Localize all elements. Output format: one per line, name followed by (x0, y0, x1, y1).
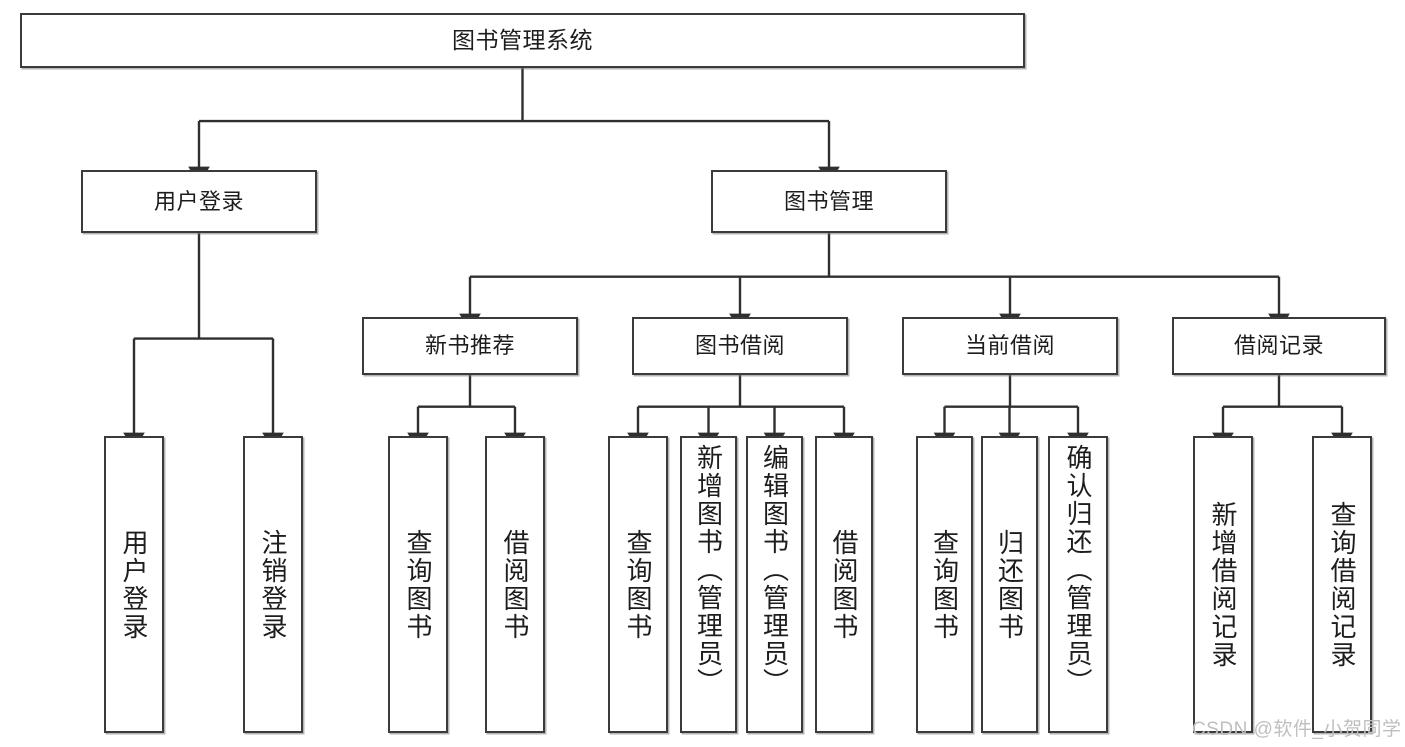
node-label: 当前借阅 (964, 333, 1055, 359)
node-label: 查询图书 (403, 528, 433, 641)
node-borrow-record[interactable]: 借阅记录 (1172, 317, 1386, 375)
node-book-borrow[interactable]: 图书借阅 (632, 317, 848, 375)
node-label: 新书推荐 (424, 333, 515, 359)
node-label: 用户登录 (153, 188, 244, 214)
node-current-borrow[interactable]: 当前借阅 (902, 317, 1118, 375)
node-label: 图书管理 (783, 188, 874, 214)
node-label: 注销登录 (258, 528, 288, 641)
node-label: 归还图书 (994, 528, 1025, 641)
node-leaf-cur-query[interactable]: 查询图书 (916, 436, 973, 733)
node-label: 查询图书 (929, 528, 960, 641)
node-label: 新增图书（管理员） (693, 444, 724, 696)
node-root[interactable]: 图书管理系统 (20, 13, 1025, 68)
node-label: 用户登录 (119, 528, 149, 641)
node-label: 图书管理系统 (452, 26, 593, 53)
node-leaf-book-add[interactable]: 新增图书（管理员） (680, 436, 737, 733)
node-new-book-rec[interactable]: 新书推荐 (362, 317, 578, 375)
node-leaf-rec-query[interactable]: 查询图书 (388, 436, 448, 733)
node-label: 编辑图书（管理员） (759, 444, 790, 696)
node-leaf-user-login[interactable]: 用户登录 (104, 436, 164, 733)
node-user-login[interactable]: 用户登录 (81, 170, 317, 233)
edge-group (123, 68, 1353, 451)
node-label: 借阅图书 (500, 528, 530, 641)
node-label: 借阅记录 (1233, 333, 1324, 359)
node-leaf-record-query[interactable]: 查询借阅记录 (1312, 436, 1372, 733)
node-leaf-cur-confirm[interactable]: 确认归还（管理员） (1048, 436, 1108, 733)
node-label: 确认归还（管理员） (1063, 444, 1093, 696)
node-label: 图书借阅 (694, 333, 785, 359)
node-leaf-user-logout[interactable]: 注销登录 (243, 436, 303, 733)
node-leaf-borrow-query[interactable]: 查询图书 (608, 436, 668, 733)
node-label: 查询图书 (623, 528, 653, 641)
node-leaf-borrow-book[interactable]: 借阅图书 (815, 436, 873, 733)
node-label: 查询借阅记录 (1327, 500, 1357, 669)
csdn-watermark: CSDN @软件_小贺同学 (1192, 719, 1402, 740)
node-leaf-cur-return[interactable]: 归还图书 (981, 436, 1038, 733)
node-label: 新增借阅记录 (1208, 500, 1238, 669)
node-leaf-record-add[interactable]: 新增借阅记录 (1193, 436, 1253, 733)
node-book-manage[interactable]: 图书管理 (711, 170, 947, 233)
node-leaf-rec-borrow[interactable]: 借阅图书 (485, 436, 545, 733)
node-leaf-book-edit[interactable]: 编辑图书（管理员） (746, 436, 803, 733)
node-label: 借阅图书 (829, 528, 859, 641)
